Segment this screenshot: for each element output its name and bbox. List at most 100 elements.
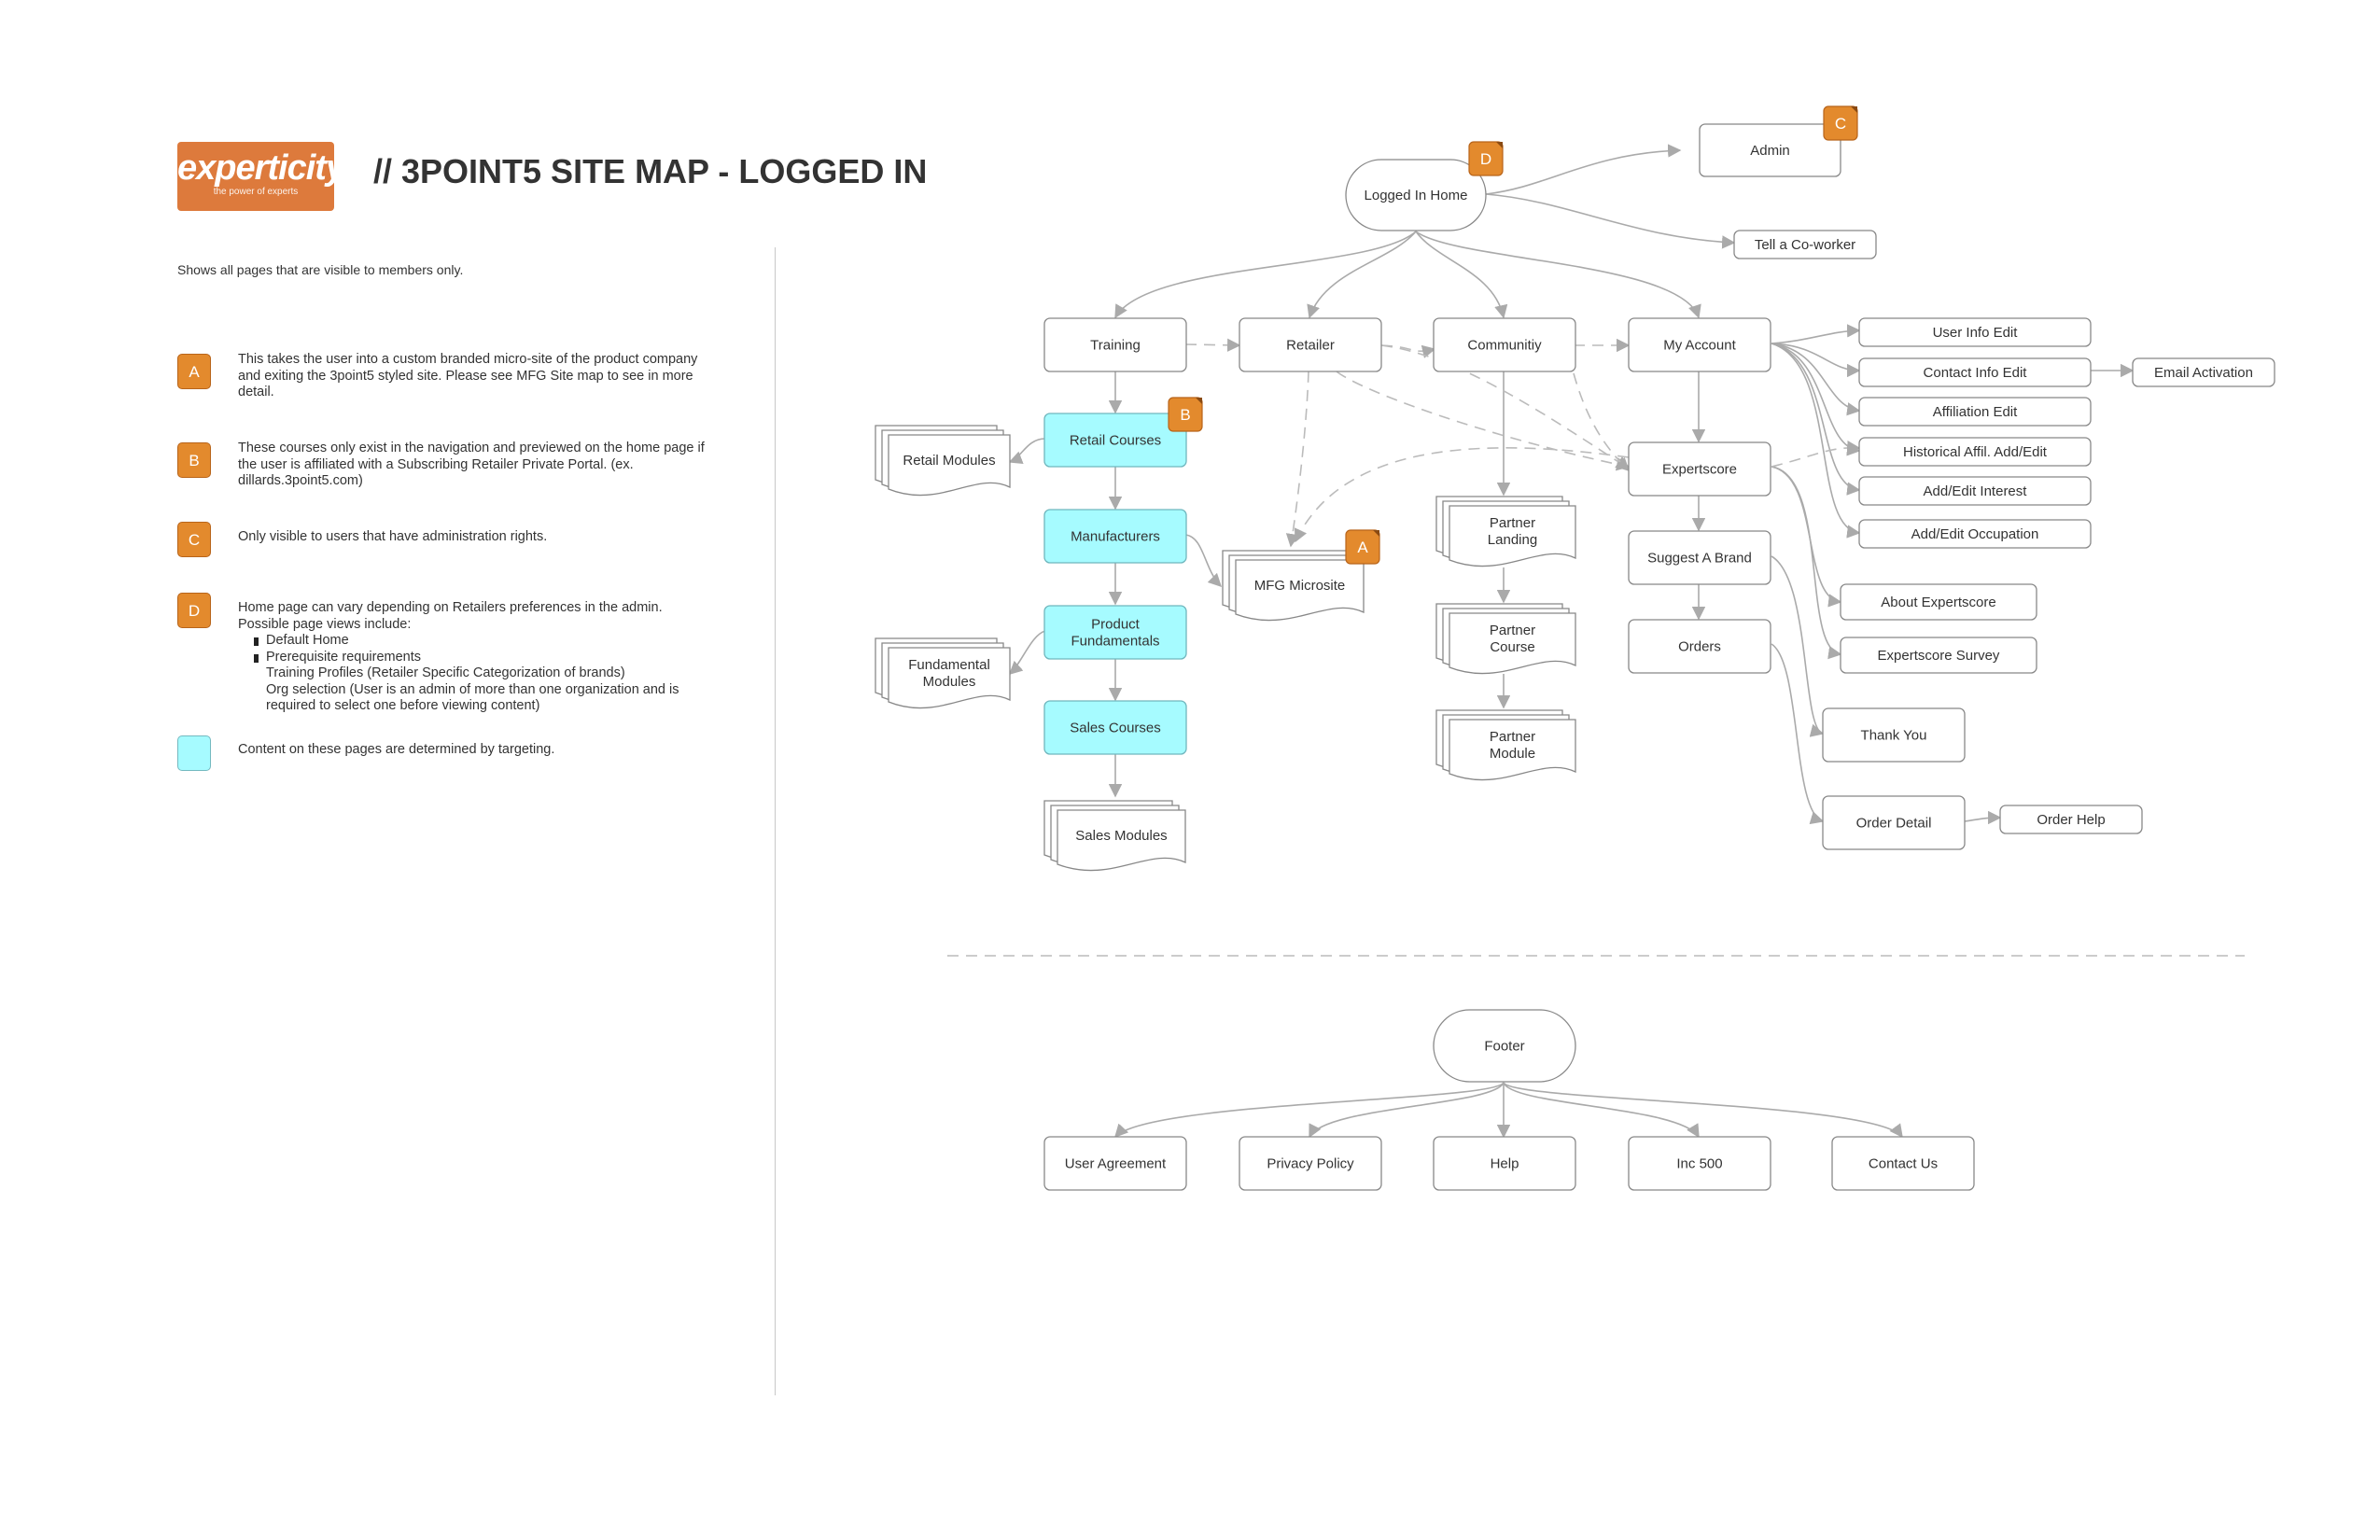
legend-d-item: Org selection (User is an admin of more …: [266, 681, 679, 714]
node-inc500[interactable]: Inc 500: [1628, 1136, 1771, 1191]
node-fundamental-modules-label: Modules: [923, 674, 976, 690]
node-user-agreement-label: User Agreement: [1065, 1156, 1167, 1172]
badge-b-retail-courses: B: [1168, 397, 1203, 432]
node-retailer[interactable]: Retailer: [1239, 317, 1382, 372]
node-my-account[interactable]: My Account: [1628, 317, 1771, 372]
node-product-fundamentals-label: Product: [1091, 617, 1141, 633]
node-email-activation[interactable]: Email Activation: [2132, 357, 2275, 387]
node-contact-info-edit[interactable]: Contact Info Edit: [1858, 357, 2092, 387]
legend-text-c: Only visible to users that have administ…: [238, 529, 548, 544]
node-admin-label: Admin: [1750, 143, 1790, 159]
node-order-detail-label: Order Detail: [1856, 816, 1932, 832]
node-community[interactable]: Communitiy: [1433, 317, 1576, 372]
node-email-activation-label: Email Activation: [2154, 365, 2253, 381]
node-partner-module-label: Module: [1490, 746, 1535, 762]
legend-text-b: These courses only exist in the navigati…: [238, 441, 705, 488]
node-expertscore-survey-label: Expertscore Survey: [1878, 648, 2000, 664]
badge-a-mfg-microsite: A: [1345, 529, 1380, 565]
node-tell-coworker[interactable]: Tell a Co-worker: [1733, 230, 1877, 259]
badge-d-home: D: [1468, 141, 1504, 176]
node-add-edit-occupation[interactable]: Add/Edit Occupation: [1858, 519, 2092, 549]
node-training-label: Training: [1090, 338, 1141, 354]
node-orders[interactable]: Orders: [1628, 619, 1771, 674]
node-thank-you-label: Thank You: [1861, 728, 1927, 744]
node-my-account-label: My Account: [1663, 338, 1736, 354]
experticity-logo: experticity the power of experts: [177, 142, 345, 211]
legend-text-targeted: Content on these pages are determined by…: [238, 742, 555, 757]
legend-text-d: Home page can vary depending on Retailer…: [238, 600, 714, 715]
node-user-info-edit[interactable]: User Info Edit: [1858, 317, 2092, 347]
node-tell-coworker-label: Tell a Co-worker: [1755, 237, 1855, 253]
node-order-help[interactable]: Order Help: [1999, 805, 2143, 834]
node-contact-us[interactable]: Contact Us: [1831, 1136, 1975, 1191]
node-fundamental-modules-label: Fundamental: [908, 657, 990, 673]
node-partner-landing-label: Partner: [1490, 515, 1535, 531]
legend-d-item: Training Profiles (Retailer Specific Cat…: [266, 665, 625, 680]
node-sales-courses-label: Sales Courses: [1070, 721, 1161, 736]
node-retail-courses-label: Retail Courses: [1070, 433, 1161, 449]
node-order-help-label: Order Help: [2037, 812, 2105, 828]
node-help[interactable]: Help: [1433, 1136, 1576, 1191]
legend-d-item: Prerequisite requirements: [254, 650, 714, 666]
legend-text-a: This takes the user into a custom brande…: [238, 352, 698, 399]
legend-badge-c: C: [177, 522, 211, 557]
node-historical-affil[interactable]: Historical Affil. Add/Edit: [1858, 437, 2092, 467]
node-training[interactable]: Training: [1043, 317, 1187, 372]
node-expertscore-label: Expertscore: [1662, 462, 1737, 478]
node-about-expertscore[interactable]: About Expertscore: [1840, 583, 2037, 621]
badge-c-admin: C: [1823, 105, 1858, 141]
node-inc500-label: Inc 500: [1676, 1156, 1722, 1172]
node-privacy-policy-label: Privacy Policy: [1267, 1156, 1354, 1172]
node-help-label: Help: [1491, 1156, 1519, 1172]
node-footer-label: Footer: [1484, 1039, 1524, 1055]
node-user-agreement[interactable]: User Agreement: [1043, 1136, 1187, 1191]
node-manufacturers[interactable]: Manufacturers: [1043, 509, 1187, 564]
node-affiliation-edit[interactable]: Affiliation Edit: [1858, 397, 2092, 427]
node-community-label: Communitiy: [1467, 338, 1542, 354]
node-suggest-brand-label: Suggest A Brand: [1647, 551, 1752, 567]
node-privacy-policy[interactable]: Privacy Policy: [1239, 1136, 1382, 1191]
badge-d-home-letter: D: [1480, 150, 1491, 168]
node-suggest-brand[interactable]: Suggest A Brand: [1628, 530, 1771, 585]
badge-a-mfg-microsite-letter: A: [1357, 539, 1368, 556]
node-retail-courses[interactable]: Retail Courses: [1043, 413, 1187, 468]
node-sales-modules-label: Sales Modules: [1075, 828, 1167, 844]
node-retail-modules[interactable]: Retail Modules: [875, 425, 1011, 497]
node-product-fundamentals-label: Fundamentals: [1071, 634, 1159, 650]
node-logged-in-home[interactable]: Logged In Home: [1345, 159, 1487, 231]
node-admin[interactable]: Admin: [1699, 123, 1841, 177]
node-contact-us-label: Contact Us: [1869, 1156, 1938, 1172]
node-expertscore-survey[interactable]: Expertscore Survey: [1840, 637, 2037, 674]
node-contact-info-edit-label: Contact Info Edit: [1924, 365, 2028, 381]
node-sales-courses[interactable]: Sales Courses: [1043, 700, 1187, 755]
node-orders-label: Orders: [1678, 639, 1721, 655]
node-sales-modules[interactable]: Sales Modules: [1043, 800, 1186, 872]
connectors: [1008, 144, 2135, 1139]
node-mfg-microsite[interactable]: MFG Microsite: [1222, 550, 1365, 622]
node-thank-you[interactable]: Thank You: [1822, 707, 1966, 763]
node-retailer-label: Retailer: [1286, 338, 1335, 354]
node-expertscore[interactable]: Expertscore: [1628, 441, 1771, 497]
node-partner-module-label: Partner: [1490, 729, 1535, 745]
node-footer[interactable]: Footer: [1433, 1009, 1576, 1083]
node-add-edit-interest[interactable]: Add/Edit Interest: [1858, 476, 2092, 506]
legend-badge-targeted: [177, 735, 211, 771]
legend-d-item: Default Home: [254, 633, 714, 650]
node-order-detail[interactable]: Order Detail: [1822, 795, 1966, 850]
node-about-expertscore-label: About Expertscore: [1881, 595, 1995, 610]
logo-tagline: the power of experts: [213, 187, 299, 197]
logo-word: experticity: [177, 148, 345, 188]
legend-badge-a: A: [177, 354, 211, 389]
node-partner-course-label: Partner: [1490, 623, 1535, 638]
legend-text-d-line2: Possible page views include:: [238, 616, 412, 632]
badge-c-admin-letter: C: [1835, 115, 1846, 133]
legend-d-list: Default Home Prerequisite requirements T…: [238, 633, 714, 715]
node-user-info-edit-label: User Info Edit: [1933, 325, 2019, 341]
node-manufacturers-label: Manufacturers: [1071, 529, 1160, 545]
